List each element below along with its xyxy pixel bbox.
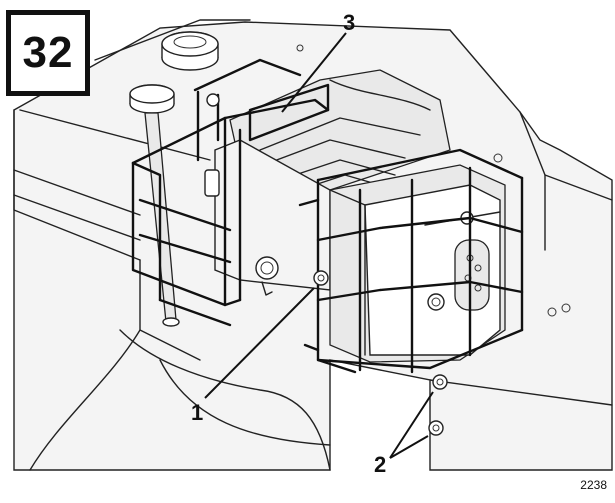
figure-number: 32 [22,28,74,77]
callout-3: 3 [343,10,356,35]
callout-1: 1 [191,400,204,425]
leader-lines [204,32,434,459]
right-wire-guard [298,148,524,374]
callout-2: 2 [374,452,387,477]
bolt-2a-icon [432,374,448,390]
fuel-cap-icon [161,31,219,71]
left-wire-guard [131,58,330,327]
cylinder-head [204,69,451,296]
fasteners [296,44,571,436]
bolt-1-icon [313,270,329,286]
air-filter-box [329,164,506,363]
bolt-2b-icon [428,420,444,436]
drawing-code: 2238 [580,478,607,492]
figure-number-box: 32 [6,10,90,96]
